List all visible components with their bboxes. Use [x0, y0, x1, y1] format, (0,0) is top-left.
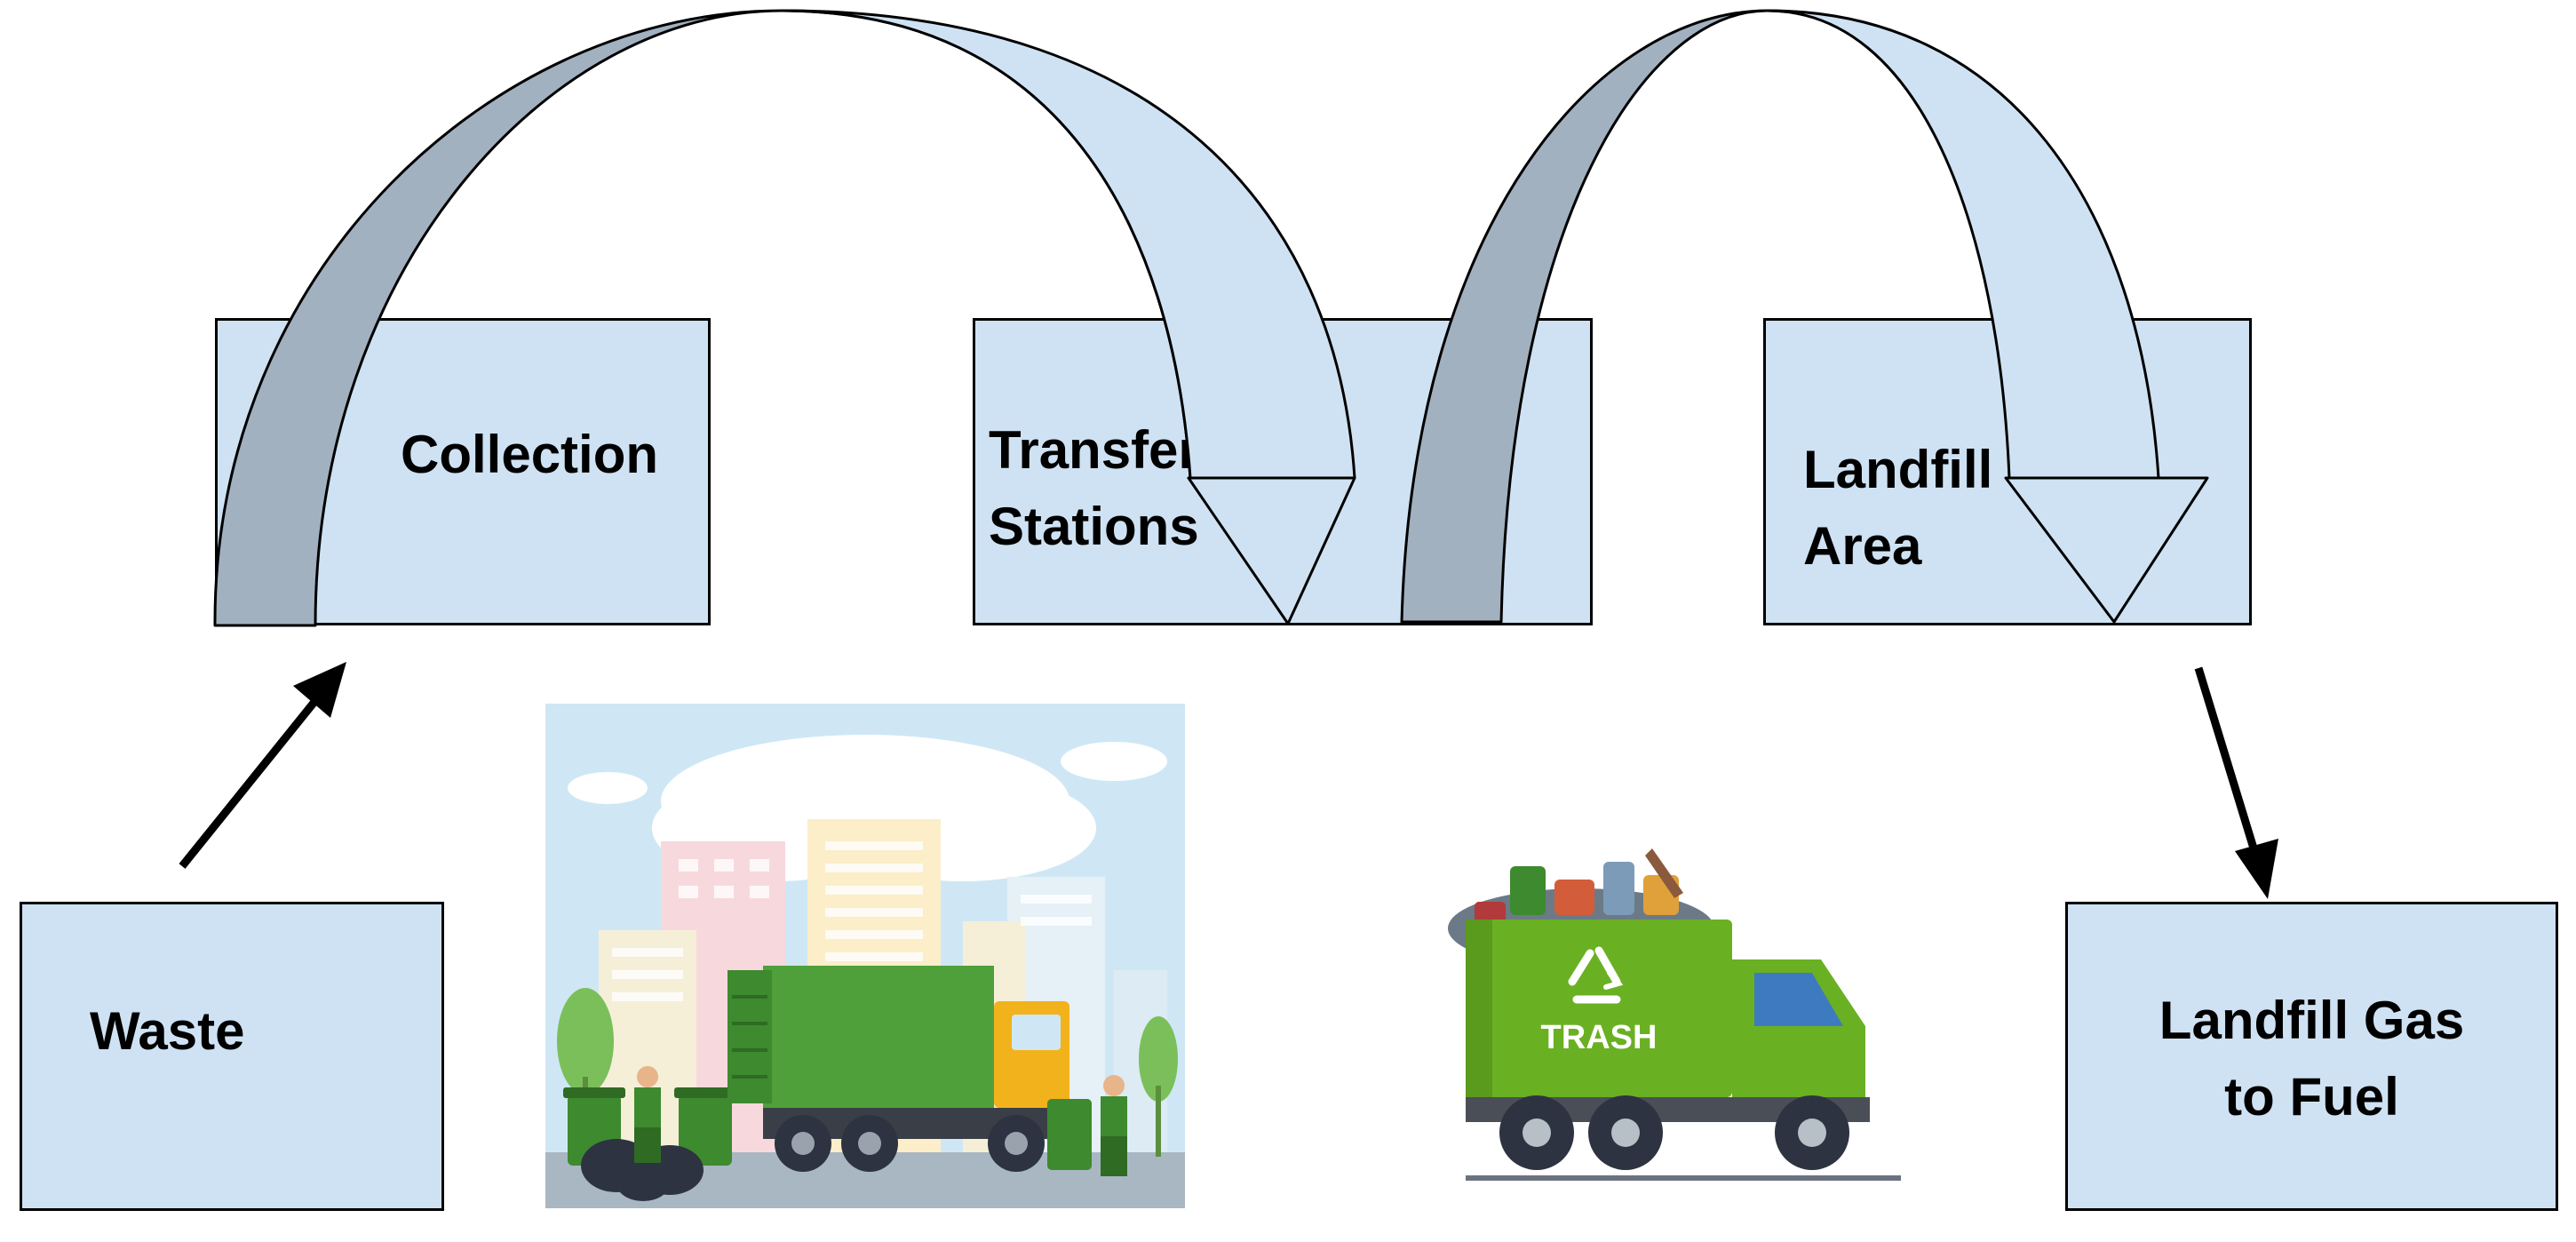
- trash-sign: TRASH: [1541, 1019, 1658, 1056]
- curved-arrow-outer-face: [1766, 9, 2160, 480]
- truck-container: [1466, 920, 1732, 1097]
- landfill-gas-to-fuel-box: Landfill Gas to Fuel: [2065, 902, 2558, 1211]
- sanitation-worker-left: [634, 1066, 661, 1163]
- curved-arrow-collection-to-transfer: [213, 9, 1356, 627]
- curved-arrowhead: [2004, 476, 2209, 624]
- curved-arrow-outer-face: [780, 9, 1356, 480]
- waste-label: Waste: [90, 1001, 245, 1061]
- transfer-stations-label: Transfer Stations: [989, 420, 1199, 556]
- landfill-gas-to-fuel-label: Landfill Gas to Fuel: [2159, 991, 2465, 1127]
- arrow-landfill-to-gas: [2194, 666, 2278, 899]
- curved-arrowhead: [1187, 476, 1356, 625]
- waste-box: Waste: [20, 902, 444, 1211]
- arrow-waste-to-collection: [179, 662, 346, 869]
- collection-label: Collection: [401, 425, 659, 484]
- recycle-icon: [1568, 946, 1624, 1004]
- curved-arrow-transfer-to-landfill: [1400, 9, 2209, 624]
- landfill-area-label: Landfill Area: [1803, 440, 1993, 576]
- sanitation-worker-right: [1047, 1075, 1127, 1176]
- trash-truck-illustration: TRASH: [1448, 848, 1901, 1181]
- city-garbage-collection-illustration: [545, 704, 1185, 1208]
- garbage-truck: [727, 966, 1069, 1172]
